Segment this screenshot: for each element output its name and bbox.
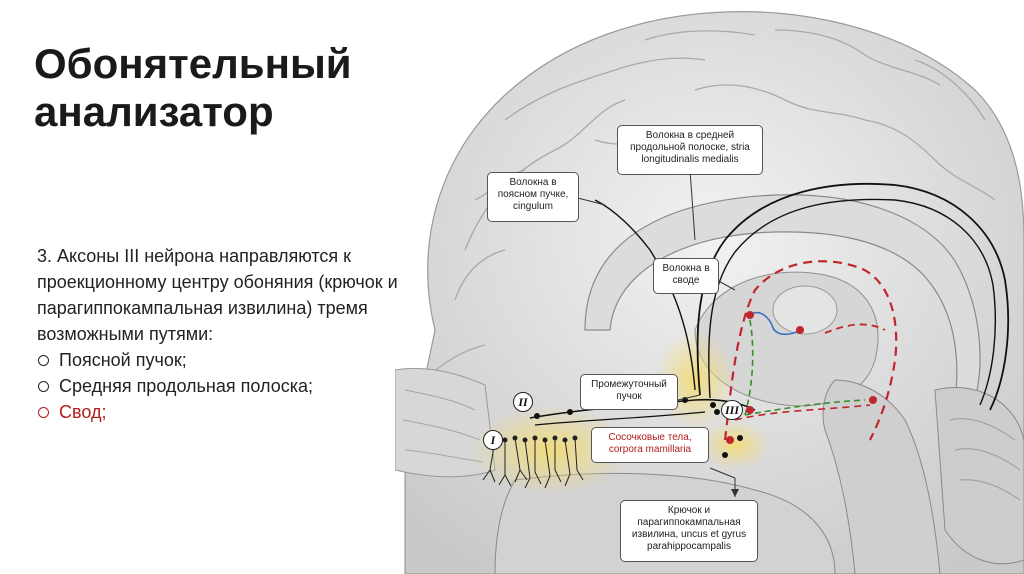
slide-title: Обонятельный анализатор — [34, 40, 414, 136]
callout-cingulum: Волокна в поясном пучке, cingulum — [487, 172, 579, 222]
neuron-marker-2: II — [513, 392, 533, 412]
thalamus-inner — [772, 285, 838, 335]
callout-line: извилина, uncus et gyrus — [631, 529, 747, 540]
fornix-path-2 — [824, 323, 886, 334]
callout-leaders — [569, 169, 736, 497]
callout-stria: Волокна в средней продольной полоске, st… — [617, 125, 763, 175]
brain-figure: Волокна в поясном пучке, cingulum Волокн… — [395, 0, 1024, 574]
slide-body: 3. Аксоны III нейрона направляются к про… — [37, 243, 407, 425]
fornix-path — [723, 260, 898, 441]
intro-paragraph: 3. Аксоны III нейрона направляются к про… — [37, 246, 398, 344]
title-line-2: анализатор — [34, 88, 274, 135]
neuron-marker-1: I — [483, 430, 503, 450]
callout-line: продольной полоске, stria — [630, 142, 750, 153]
cerebellum — [934, 386, 1024, 565]
callout-line: поясном пучке, — [497, 189, 569, 200]
neuron-marker-3: III — [721, 400, 743, 420]
callout-line: Волокна в средней — [645, 130, 735, 141]
pathway-item-fornix: Свод; — [37, 399, 407, 425]
uncus-region — [700, 420, 770, 470]
pathway-label: Поясной пучок; — [59, 350, 187, 370]
callout-line: своде — [672, 275, 700, 286]
callout-line: Волокна в — [509, 177, 557, 188]
callout-uncus: Крючок и парагиппокампальная извилина, u… — [620, 500, 758, 562]
title-line-1: Обонятельный — [34, 40, 352, 87]
green-path — [744, 319, 866, 416]
callout-fornix: Волокна в своде — [653, 258, 719, 294]
olfactory-tract-2 — [534, 411, 706, 426]
olfactory-neurons — [482, 437, 584, 489]
pathway-list: Поясной пучок; Средняя продольная полоск… — [37, 347, 407, 425]
bullet-circle-icon — [38, 407, 49, 418]
callout-line: Волокна в — [662, 263, 710, 274]
callout-line: пучок — [616, 391, 642, 402]
callout-line: longitudinalis medialis — [641, 154, 739, 165]
uncus-arrow — [731, 489, 739, 497]
callout-line: Крючок и — [667, 505, 711, 516]
callout-mamillary-bodies: Сосочковые тела, corpora mamillaria — [591, 427, 709, 463]
callout-line: parahippocampalis — [647, 541, 731, 552]
red-nodes — [726, 311, 877, 444]
callout-line: Сосочковые тела, — [608, 432, 692, 443]
callout-line: cingulum — [512, 201, 554, 212]
olfactory-bulb-region — [470, 405, 630, 495]
pathway-item-stria: Средняя продольная полоска; — [37, 373, 407, 399]
fornix-lower — [734, 404, 871, 421]
callout-intermediate-bundle: Промежуточный пучок — [580, 374, 678, 410]
bullet-circle-icon — [38, 381, 49, 392]
bullet-circle-icon — [38, 355, 49, 366]
pathway-label: Свод; — [59, 402, 107, 422]
pathway-label: Средняя продольная полоска; — [59, 376, 313, 396]
callout-line: Промежуточный — [591, 379, 667, 390]
black-nodes — [714, 409, 743, 458]
callout-line: corpora mamillaria — [608, 444, 692, 455]
pathway-item-cingulum: Поясной пучок; — [37, 347, 407, 373]
blue-path — [749, 311, 801, 336]
callout-line: парагиппокампальная — [637, 517, 741, 528]
